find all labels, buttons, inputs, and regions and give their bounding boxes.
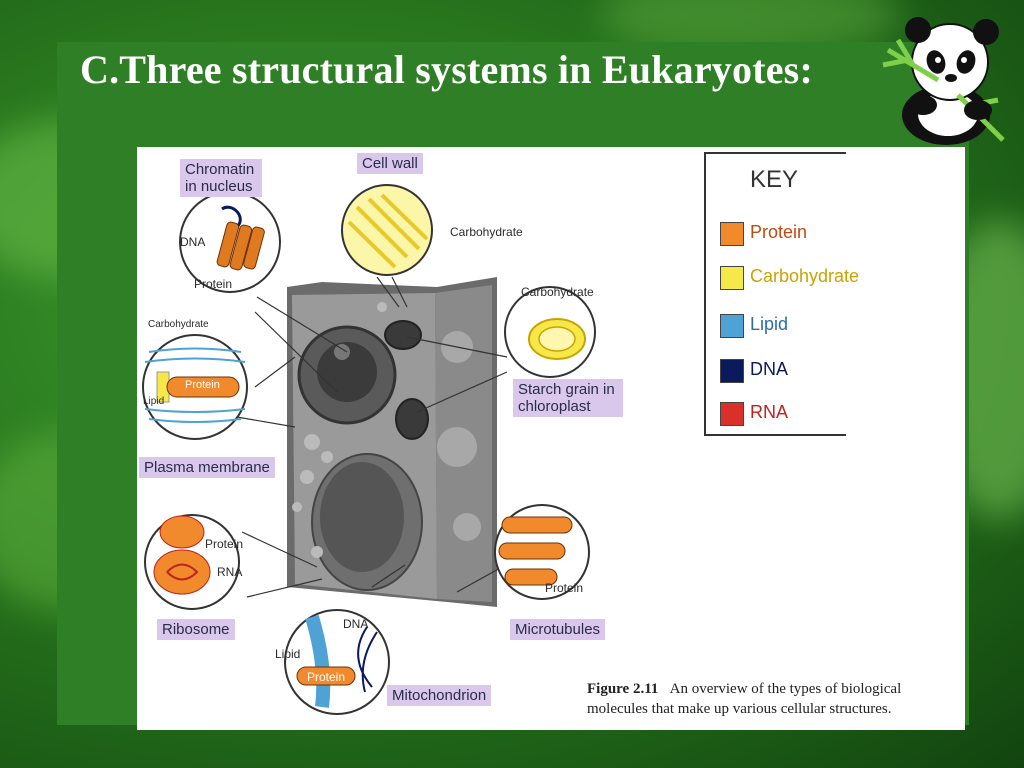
key-label-rna: RNA — [750, 402, 789, 422]
label-plasma-membrane: Plasma membrane — [139, 457, 275, 478]
cell-diagram — [142, 184, 596, 715]
chloroplast — [395, 398, 429, 440]
slide-title: C.Three structural systems in Eukaryotes… — [80, 47, 813, 92]
figure-number: Figure 2.11 — [587, 681, 659, 697]
label-microtubules: Microtubules — [510, 619, 606, 640]
label-starch-grain: Starch grain in chloroplast — [513, 379, 623, 417]
cell-wall-detail — [341, 184, 433, 276]
label-chromatin: Chromatin in nucleus — [180, 159, 262, 197]
caption-line-2: molecules that make up various cellular … — [587, 701, 892, 717]
small-label-carbohydrate: Carbohydrate — [521, 285, 594, 299]
swatch-rna — [720, 402, 744, 426]
swatch-protein — [720, 222, 744, 246]
key-legend: KEY Protein Carbohydrate Lipid DNA RNA — [704, 152, 859, 436]
small-label-protein: Protein — [307, 670, 346, 684]
key-label-carbohydrate: Carbohydrate — [750, 266, 860, 286]
mitochondrion-detail — [284, 609, 390, 715]
small-label-dna: DNA — [180, 235, 206, 249]
small-label-protein: Protein — [545, 581, 584, 595]
chloroplast — [384, 320, 422, 350]
small-label-rna: RNA — [217, 565, 243, 579]
small-label-protein: Protein — [194, 277, 233, 291]
swatch-carbohydrate — [720, 266, 744, 290]
swatch-dna — [720, 359, 744, 383]
label-mitochondrion: Mitochondrion — [387, 685, 492, 706]
small-label-carbohydrate: Carbohydrate — [148, 319, 209, 330]
small-label-carbohydrate: Carbohydrate — [450, 225, 523, 239]
small-label-protein: Protein — [205, 537, 244, 551]
label-ribosome: Ribosome — [157, 619, 235, 640]
swatch-lipid — [720, 314, 744, 338]
small-label-protein: Protein — [185, 379, 220, 391]
small-label-lipid: Lipid — [143, 396, 165, 407]
key-label-lipid: Lipid — [750, 314, 789, 334]
figure-caption: Figure 2.11 An overview of the types of … — [587, 679, 967, 719]
panda-icon — [882, 17, 1005, 145]
key-label-dna: DNA — [750, 359, 789, 379]
small-label-dna: DNA — [343, 617, 369, 631]
caption-line-1: An overview of the types of biological — [669, 681, 902, 697]
figure: Chromatin in nucleus Cell wall Plasma me… — [137, 147, 965, 730]
small-label-lipid: Lipid — [275, 647, 301, 661]
label-cell-wall: Cell wall — [357, 153, 423, 174]
key-label-protein: Protein — [750, 222, 808, 242]
key-title: KEY — [750, 166, 799, 193]
